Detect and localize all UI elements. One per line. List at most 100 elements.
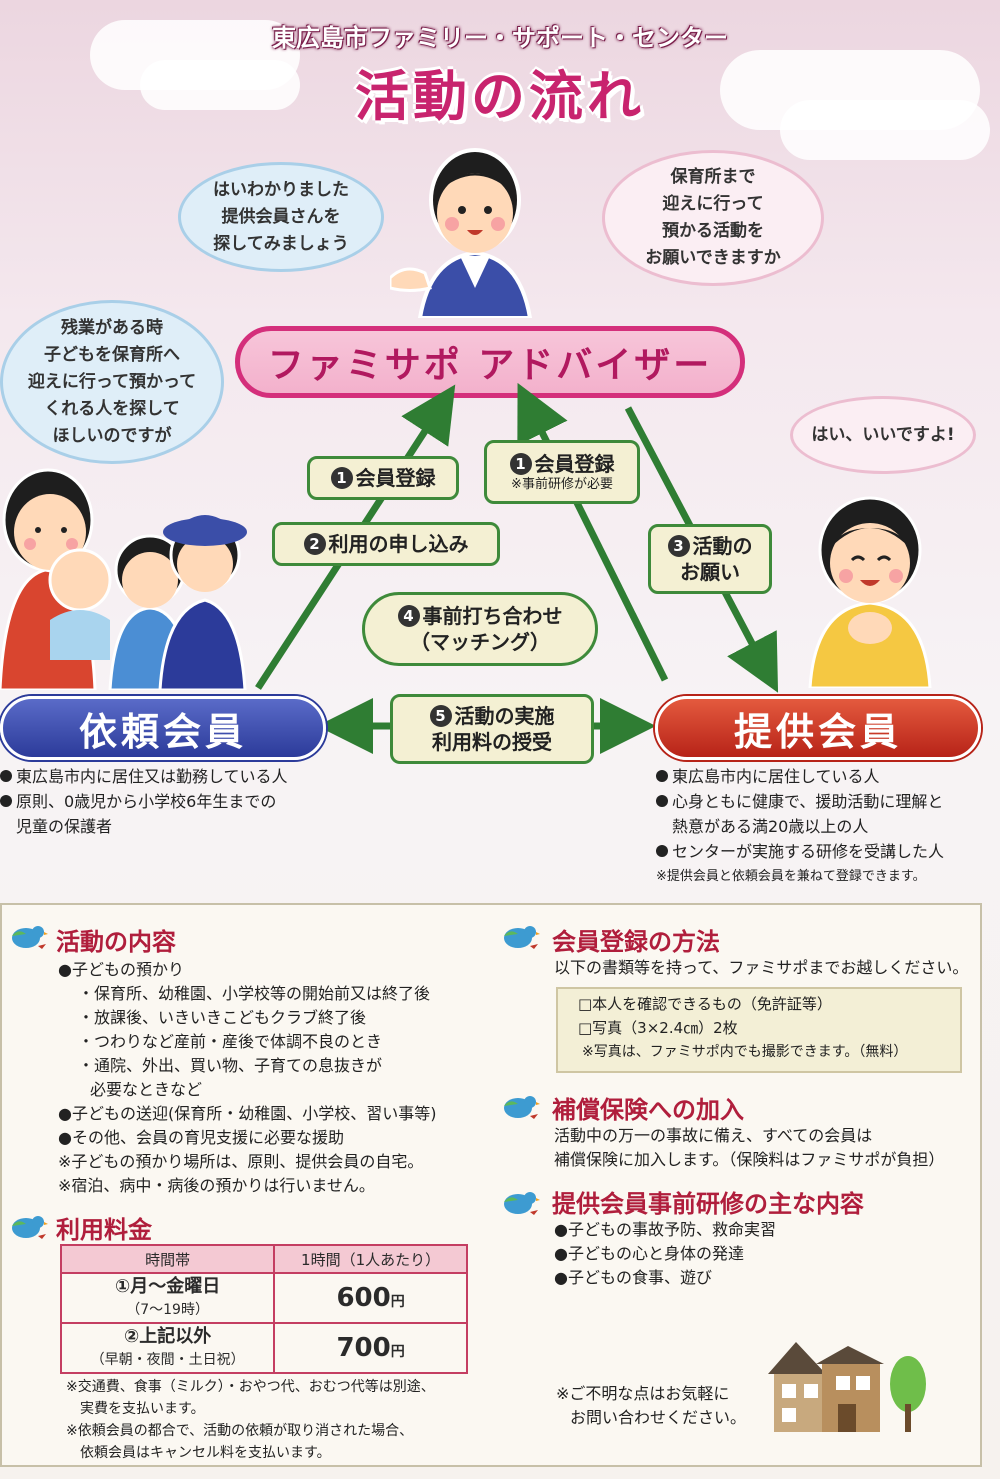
step-label-line2: （マッチング）: [410, 630, 550, 654]
training-item: ●子どもの食事、遊び: [554, 1268, 712, 1287]
document-item: □本人を確認できるもの（免許証等）: [578, 995, 832, 1013]
background-cloud: [140, 60, 300, 110]
provider-bubble-text: はい、いいですよ!: [811, 424, 955, 445]
bird-icon: [504, 1096, 540, 1119]
document-item: ※写真は、ファミサポ内でも撮影できます。（無料）: [582, 1044, 908, 1060]
bird-icon: [504, 1192, 540, 1215]
step-label-line2: 利用料の授受: [432, 730, 552, 754]
insurance-text: 活動中の万一の事故に備え、すべての会員は: [554, 1126, 873, 1145]
step-number: 4: [397, 605, 420, 627]
activity-item: ●子どもの預かり: [58, 960, 184, 979]
bullet-icon: [656, 770, 668, 782]
activity-item: 必要なときなど: [90, 1080, 203, 1099]
step-number: 5: [429, 705, 452, 727]
background-cloud: [780, 100, 990, 160]
activity-item: ※宿泊、病中・病後の預かりは行いません。: [58, 1176, 375, 1195]
fee-note: 実費を支払います。: [80, 1401, 205, 1417]
list-item: センターが実施する研修を受講した人: [656, 839, 944, 864]
step-number: 1: [330, 467, 353, 489]
contact-text: ※ご不明な点はお気軽に: [556, 1384, 730, 1403]
bird-icon: [12, 926, 48, 949]
fee-note: ※交通費、食事（ミルク）・おやつ代、おむつ代等は別途、: [66, 1379, 435, 1395]
step-label: 利用の申し込み: [328, 532, 469, 556]
contact-text: お問い合わせください。: [570, 1408, 747, 1427]
provider-note: ※提供会員と依頼会員を兼ねて登録できます。: [656, 869, 926, 884]
table-row: ①月～金曜日（7～19時） 600円: [59, 1272, 468, 1324]
table-row: ②上記以外（早朝・夜間・土日祝） 700円: [59, 1322, 468, 1374]
activity-item: ・つわりなど産前・産後で体調不良のとき: [78, 1032, 383, 1051]
house-icon: [768, 1342, 926, 1432]
fee-row-label: ①月～金曜日（7～19時）: [59, 1272, 276, 1324]
step-label: 会員登録: [534, 452, 615, 476]
client-member-label: 依頼会員: [0, 696, 326, 760]
page-title: 活動の流れ: [355, 65, 645, 128]
adviser-right-bubble-text: 保育所まで 迎えに行って 預かる活動を お願いできますか: [645, 167, 781, 268]
bullet-icon: [0, 770, 12, 782]
document-item: □写真（3×2.4㎝）2枚: [578, 1019, 738, 1037]
adviser-label: ファミサポ アドバイザー: [235, 326, 745, 398]
activity-item: ●その他、会員の育児支援に必要な援助: [58, 1128, 344, 1147]
step-number: 1: [509, 453, 532, 475]
registration-intro: 以下の書類等を持って、ファミサポまでお越しください。: [554, 958, 969, 977]
registration-title: 会員登録の方法: [552, 928, 720, 956]
header-subtitle: 東広島市ファミリー・サポート・センター: [272, 24, 728, 52]
list-item: 児童の保護者: [16, 817, 113, 836]
fee-note: 依頼会員はキャンセル料を支払います。: [80, 1445, 331, 1461]
bird-icon: [504, 926, 540, 949]
family-illustration: [0, 468, 247, 690]
client-conditions: 東広島市内に居住又は勤務している人 原則、0歳児から小学校6年生までの 児童の保…: [0, 764, 288, 839]
fees-title: 利用料金: [56, 1216, 152, 1244]
fee-header-time: 時間帯: [59, 1244, 276, 1274]
activity-item: ※子どもの預かり場所は、原則、提供会員の自宅。: [58, 1152, 424, 1171]
step-note: ※事前研修が必要: [511, 477, 613, 492]
adviser-illustration: [390, 148, 533, 318]
step-label-line2: お願い: [680, 560, 740, 584]
client-bubble-text: 残業がある時 子どもを保育所へ 迎えに行って預かって くれる人を探して ほしいの…: [27, 317, 197, 446]
adviser-right-bubble: 保育所まで 迎えに行って 預かる活動を お願いできますか: [602, 150, 824, 286]
adviser-left-bubble: はいわかりました 提供会員さんを 探してみましょう: [178, 162, 384, 272]
list-item: 東広島市内に居住又は勤務している人: [0, 764, 288, 789]
step-label: 会員登録: [355, 466, 436, 490]
activities-title: 活動の内容: [56, 928, 176, 956]
training-item: ●子どもの事故予防、救命実習: [554, 1220, 776, 1239]
activity-item: ●子どもの送迎(保育所・幼稚園、小学校、習い事等): [58, 1104, 437, 1123]
fee-header-rate: 1時間（1人あたり）: [273, 1244, 468, 1274]
list-item: 東広島市内に居住している人: [656, 764, 944, 789]
bullet-icon: [656, 845, 668, 857]
training-title: 提供会員事前研修の主な内容: [552, 1190, 864, 1218]
activity-item: ・放課後、いきいきこどもクラブ終了後: [78, 1008, 367, 1027]
required-documents: [556, 987, 962, 1073]
list-item: 原則、0歳児から小学校6年生までの: [0, 789, 288, 814]
step-number: 3: [667, 535, 690, 557]
provider-bubble: はい、いいですよ!: [790, 396, 976, 474]
step-label: 活動の実施: [454, 704, 555, 728]
activity-item: ・保育所、幼稚園、小学校等の開始前又は終了後: [78, 984, 431, 1003]
training-item: ●子どもの心と身体の発達: [554, 1244, 744, 1263]
step-label: 活動の: [692, 534, 753, 558]
insurance-title: 補償保険への加入: [552, 1096, 744, 1124]
list-item: 心身ともに健康で、援助活動に理解と: [656, 789, 944, 814]
bullet-icon: [656, 795, 668, 807]
fee-table: 時間帯 1時間（1人あたり） ①月～金曜日（7～19時） 600円 ②上記以外（…: [59, 1244, 468, 1374]
step-number: 2: [303, 533, 326, 555]
provider-member-label: 提供会員: [655, 696, 981, 760]
activity-item: ・通院、外出、買い物、子育ての息抜きが: [78, 1056, 383, 1075]
list-item: 熱意がある満20歳以上の人: [672, 817, 869, 836]
bird-icon: [12, 1216, 48, 1239]
provider-illustration: [808, 496, 932, 688]
bullet-icon: [0, 795, 12, 807]
step-label: 事前打ち合わせ: [422, 604, 563, 628]
fee-row-label: ②上記以外（早朝・夜間・土日祝）: [59, 1322, 276, 1374]
insurance-text: 補償保険に加入します。（保険料はファミサポが負担）: [554, 1150, 945, 1169]
fee-note: ※依頼会員の都合で、活動の依頼が取り消された場合、: [66, 1423, 414, 1439]
adviser-left-bubble-text: はいわかりました 提供会員さんを 探してみましょう: [213, 179, 349, 254]
fee-row-price: 600円: [273, 1272, 468, 1324]
provider-conditions: 東広島市内に居住している人 心身ともに健康で、援助活動に理解と 熱意がある満20…: [656, 764, 944, 889]
fee-row-price: 700円: [273, 1322, 468, 1374]
